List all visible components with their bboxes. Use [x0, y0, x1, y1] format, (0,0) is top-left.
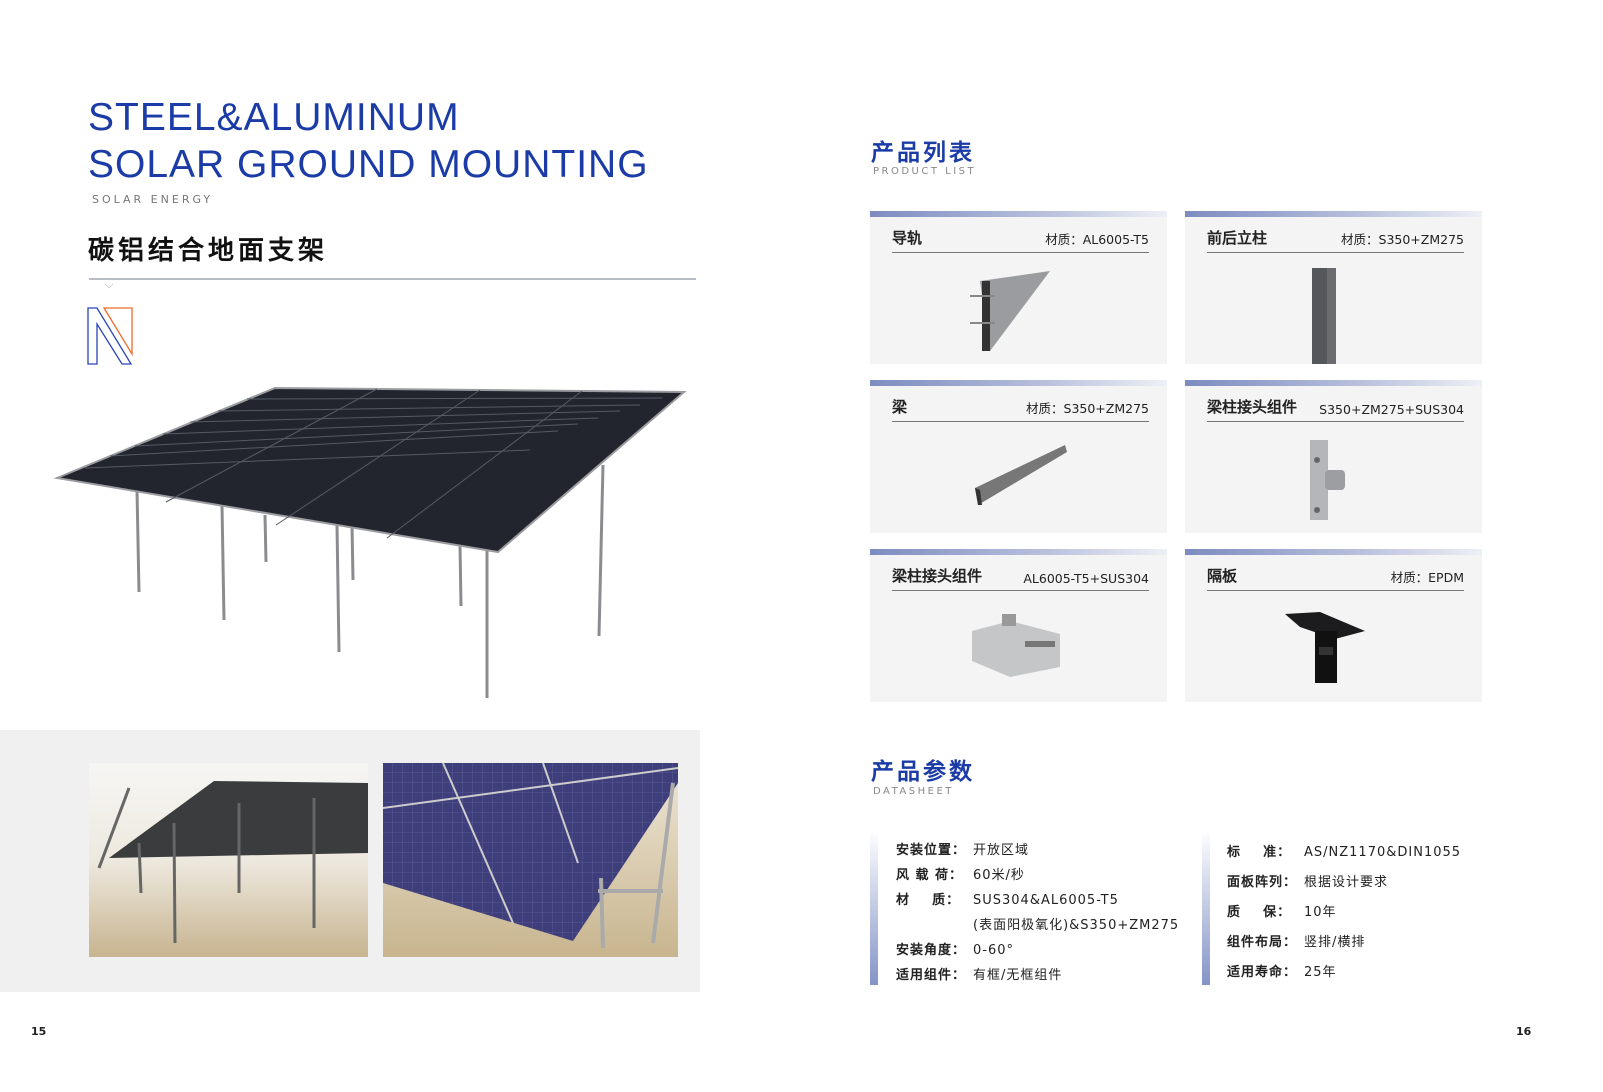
accent-bar	[870, 830, 878, 985]
product-material: AL6005-T5+SUS304	[1023, 571, 1149, 586]
title-line-2: SOLAR GROUND MOUNTING	[88, 143, 649, 186]
spec-key: 材 质：	[896, 893, 961, 908]
spec-key: 安装角度：	[896, 943, 967, 958]
logo-icon	[87, 307, 133, 365]
rail-image	[970, 271, 1050, 351]
accent-bar	[1202, 830, 1210, 985]
spec-row: 适用寿命： 25年	[1227, 958, 1461, 988]
spec-row: 安装角度： 0-60°	[896, 938, 1179, 963]
spacer-image	[1285, 612, 1365, 683]
spec-key: 风 载 荷：	[896, 868, 964, 883]
datasheet-right: 标 准： AS/NZ1170&DIN1055 面板阵列： 根据设计要求 质 保： 10…	[1227, 838, 1461, 988]
product-card: 梁柱接头组件 S350+ZM275+SUS304	[1185, 380, 1482, 533]
spec-row: 材 质： SUS304&AL6005-T5	[896, 888, 1179, 913]
spec-value: (表面阳极氧化)&S350+ZM275	[973, 918, 1180, 933]
product-card: 梁 材质：S350+ZM275	[870, 380, 1167, 533]
product-material: 材质：AL6005-T5	[1045, 232, 1149, 247]
spec-key: 组件布局：	[1227, 935, 1298, 950]
divider-notch	[104, 279, 114, 289]
spec-row: 安装位置： 开放区域	[896, 838, 1179, 863]
spec-key: 质 保：	[1227, 905, 1292, 920]
subtitle: SOLAR ENERGY	[92, 193, 214, 206]
post-image	[1312, 268, 1336, 364]
spec-row: 标 准： AS/NZ1170&DIN1055	[1227, 838, 1461, 868]
title-line-1: STEEL&ALUMINUM	[88, 96, 460, 139]
spec-row: 质 保： 10年	[1227, 898, 1461, 928]
spec-value: 25年	[1304, 965, 1337, 980]
datasheet-subheading: DATASHEET	[873, 786, 954, 797]
spec-key: 安装位置：	[896, 843, 967, 858]
spec-row: (表面阳极氧化)&S350+ZM275	[896, 913, 1179, 938]
spec-key: 面板阵列：	[1227, 875, 1298, 890]
spec-value: SUS304&AL6005-T5	[973, 893, 1119, 908]
page-number-left: 15	[31, 1025, 47, 1038]
divider	[89, 278, 696, 280]
product-name: 隔板	[1207, 567, 1238, 585]
datasheet-heading: 产品参数	[871, 759, 975, 785]
spec-value: 10年	[1304, 905, 1337, 920]
spec-value: 竖排/横排	[1304, 935, 1366, 950]
spec-row: 组件布局： 竖排/横排	[1227, 928, 1461, 958]
product-name: 梁	[892, 398, 908, 416]
spec-key: 标 准：	[1227, 845, 1292, 860]
product-card: 导轨 材质：AL6005-T5	[870, 211, 1167, 364]
product-card: 前后立柱 材质：S350+ZM275	[1185, 211, 1482, 364]
spec-value: 60米/秒	[973, 868, 1025, 883]
product-name: 梁柱接头组件	[892, 567, 983, 585]
page-number-right: 16	[1516, 1025, 1532, 1038]
spec-key: 适用寿命：	[1227, 965, 1298, 980]
product-list-subheading: PRODUCT LIST	[873, 166, 977, 177]
spec-value: AS/NZ1170&DIN1055	[1304, 845, 1462, 860]
spec-row: 风 载 荷： 60米/秒	[896, 863, 1179, 888]
product-name: 导轨	[892, 229, 923, 247]
structure-photo-2	[383, 763, 678, 957]
spec-value: 0-60°	[973, 943, 1015, 958]
product-card: 梁柱接头组件 AL6005-T5+SUS304	[870, 549, 1167, 702]
product-name: 梁柱接头组件	[1207, 398, 1298, 416]
product-card: 隔板 材质：EPDM	[1185, 549, 1482, 702]
beam-image	[975, 445, 1067, 505]
spec-value: 有框/无框组件	[973, 968, 1063, 983]
spec-row: 适用组件： 有框/无框组件	[896, 963, 1179, 988]
datasheet-left: 安装位置： 开放区域 风 载 荷： 60米/秒 材 质： SUS304&AL6005-…	[896, 838, 1179, 988]
solar-array-image	[53, 386, 687, 698]
product-list-heading: 产品列表	[871, 140, 975, 166]
structure-photo-1	[89, 763, 368, 957]
clamp-image	[972, 614, 1060, 677]
product-name: 前后立柱	[1207, 229, 1268, 247]
beam-post-connector-image	[1310, 440, 1345, 520]
spec-key	[896, 913, 973, 938]
product-material: 材质：S350+ZM275	[1026, 401, 1149, 416]
product-material: S350+ZM275+SUS304	[1319, 402, 1464, 417]
product-material: 材质：EPDM	[1390, 570, 1464, 585]
product-material: 材质：S350+ZM275	[1341, 232, 1464, 247]
spec-key: 适用组件：	[896, 968, 967, 983]
spec-row: 面板阵列： 根据设计要求	[1227, 868, 1461, 898]
spec-value: 开放区域	[973, 843, 1030, 858]
chinese-title: 碳铝结合地面支架	[88, 236, 329, 266]
spec-value: 根据设计要求	[1304, 875, 1389, 890]
